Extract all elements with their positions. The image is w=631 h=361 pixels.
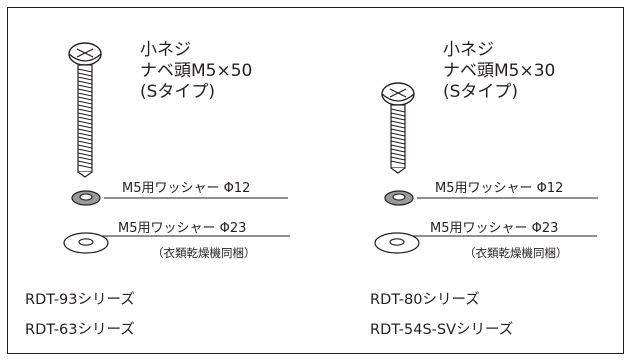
series-item: RDT-93シリーズ bbox=[25, 292, 135, 308]
screw-short-icon bbox=[381, 82, 415, 174]
series-item: RDT-80シリーズ bbox=[370, 292, 480, 308]
panel-right: 小ネジ ナベ頭M5×30 (Sタイプ) M5用ワッシャー Φ12 M5用ワッシャ… bbox=[300, 0, 600, 361]
screw-variant: (Sタイプ) bbox=[443, 82, 519, 102]
washer-small-label: M5用ワッシャー Φ12 bbox=[435, 181, 564, 196]
small-washer-icon bbox=[384, 190, 598, 206]
large-washer-icon bbox=[374, 232, 597, 254]
small-washer-icon bbox=[71, 190, 288, 206]
washer-large-label: M5用ワッシャー Φ23 bbox=[430, 221, 559, 236]
screw-type: 小ネジ bbox=[443, 40, 494, 60]
screw-label-left: 小ネジ ナベ頭M5×50 (Sタイプ) bbox=[140, 40, 252, 103]
series-list-left: RDT-93シリーズ RDT-63シリーズ bbox=[25, 291, 135, 351]
screw-variant: (Sタイプ) bbox=[140, 82, 216, 102]
panel-left: 小ネジ ナベ頭M5×50 (Sタイプ) M5用ワッシャー Φ12 M5用ワッシャ… bbox=[0, 0, 300, 361]
washer-large-note: （衣類乾燥機同梱） bbox=[152, 246, 256, 260]
washer-large-note: （衣類乾燥機同梱） bbox=[464, 246, 568, 260]
screw-type: 小ネジ bbox=[140, 40, 191, 60]
screw-long-icon bbox=[68, 42, 102, 178]
large-washer-icon bbox=[63, 232, 290, 254]
series-item: RDT-63シリーズ bbox=[25, 322, 135, 338]
washer-large-label: M5用ワッシャー Φ23 bbox=[118, 221, 247, 236]
diagram-frame bbox=[7, 7, 624, 354]
screw-size: ナベ頭M5×50 bbox=[140, 61, 253, 81]
screw-label-right: 小ネジ ナベ頭M5×30 (Sタイプ) bbox=[443, 40, 555, 103]
washer-small-label: M5用ワッシャー Φ12 bbox=[122, 181, 251, 196]
series-list-right: RDT-80シリーズ RDT-54S-SVシリーズ bbox=[370, 291, 513, 351]
screw-size: ナベ頭M5×30 bbox=[443, 61, 556, 81]
series-item: RDT-54S-SVシリーズ bbox=[370, 322, 514, 338]
